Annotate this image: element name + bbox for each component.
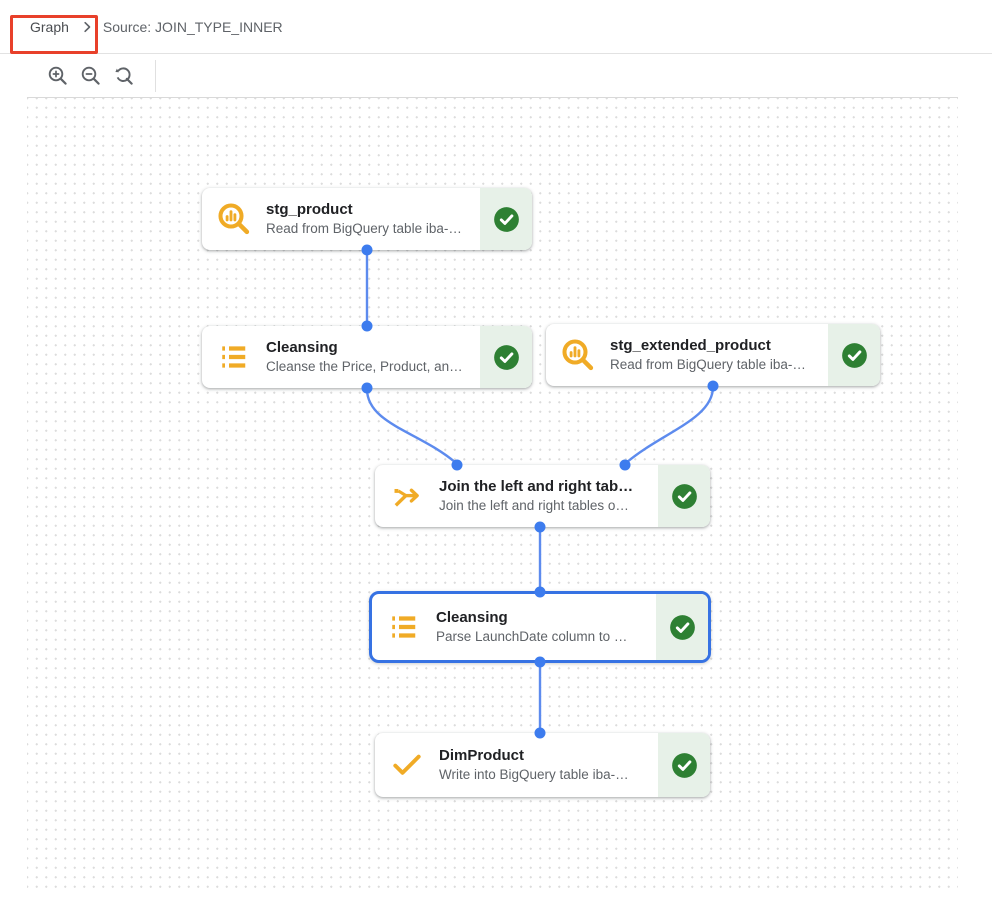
status-badge xyxy=(658,465,710,527)
node-text: Join the left and right tab… Join the le… xyxy=(439,465,658,527)
success-check-icon xyxy=(671,752,697,778)
node-subtitle: Read from BigQuery table iba-… xyxy=(610,357,806,372)
status-badge xyxy=(480,326,532,388)
success-check-icon xyxy=(493,344,519,370)
recipe-icon xyxy=(372,594,436,660)
node-cleansing-2-selected[interactable]: Cleansing Parse LaunchDate column to … xyxy=(369,591,711,663)
write-output-icon xyxy=(375,733,439,797)
node-text: Cleansing Cleanse the Price, Product, an… xyxy=(266,326,480,388)
success-check-icon xyxy=(669,614,695,640)
recipe-icon xyxy=(202,326,266,388)
breadcrumb-item-graph[interactable]: Graph xyxy=(30,18,69,35)
node-join[interactable]: Join the left and right tab… Join the le… xyxy=(375,465,710,527)
preview-data-icon xyxy=(546,324,610,386)
node-title: stg_extended_product xyxy=(610,337,771,354)
preview-data-icon xyxy=(202,188,266,250)
success-check-icon xyxy=(671,483,697,509)
chevron-right-icon xyxy=(79,19,95,35)
breadcrumb: Graph Source: JOIN_TYPE_INNER xyxy=(0,0,992,54)
node-text: stg_extended_product Read from BigQuery … xyxy=(610,324,828,386)
node-title: Cleansing xyxy=(436,609,508,626)
node-stg-product[interactable]: stg_product Read from BigQuery table iba… xyxy=(202,188,532,250)
node-text: stg_product Read from BigQuery table iba… xyxy=(266,188,480,250)
success-check-icon xyxy=(841,342,867,368)
toolbar-divider xyxy=(155,60,156,92)
node-dimproduct[interactable]: DimProduct Write into BigQuery table iba… xyxy=(375,733,710,797)
zoom-out-icon xyxy=(81,66,100,85)
node-subtitle: Join the left and right tables o… xyxy=(439,498,629,513)
node-text: DimProduct Write into BigQuery table iba… xyxy=(439,733,658,797)
node-text: Cleansing Parse LaunchDate column to … xyxy=(436,594,656,660)
node-subtitle: Write into BigQuery table iba-… xyxy=(439,767,629,782)
zoom-in-icon xyxy=(48,66,67,85)
join-icon xyxy=(375,465,439,527)
canvas-toolbar xyxy=(0,55,992,97)
node-stg-extended-product[interactable]: stg_extended_product Read from BigQuery … xyxy=(546,324,880,386)
node-title: stg_product xyxy=(266,201,353,218)
status-badge xyxy=(828,324,880,386)
node-subtitle: Parse LaunchDate column to … xyxy=(436,629,628,644)
node-subtitle: Read from BigQuery table iba-… xyxy=(266,221,462,236)
zoom-in-button[interactable] xyxy=(44,62,72,90)
breadcrumb-item-source[interactable]: Source: JOIN_TYPE_INNER xyxy=(102,18,283,35)
node-cleansing-1[interactable]: Cleansing Cleanse the Price, Product, an… xyxy=(202,326,532,388)
zoom-reset-button[interactable] xyxy=(110,62,138,90)
status-badge xyxy=(656,594,708,660)
status-badge xyxy=(658,733,710,797)
node-title: DimProduct xyxy=(439,747,525,764)
zoom-reset-icon xyxy=(115,67,133,85)
node-title: Cleansing xyxy=(266,339,338,356)
status-badge xyxy=(480,188,532,250)
zoom-out-button[interactable] xyxy=(77,62,105,90)
node-title: Join the left and right tab… xyxy=(439,478,634,495)
success-check-icon xyxy=(493,206,519,232)
node-subtitle: Cleanse the Price, Product, an… xyxy=(266,359,463,374)
